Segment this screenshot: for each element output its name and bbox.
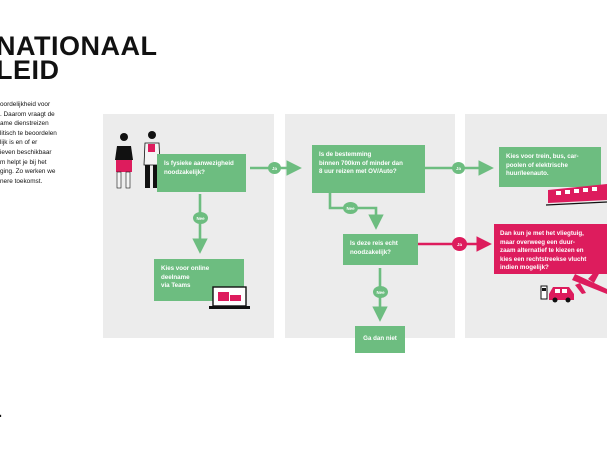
question-destination-distance: Is de bestemming binnen 700km of minder …	[312, 145, 425, 193]
question-trip-necessary: Is deze reis echt noodzakelijk?	[343, 234, 418, 265]
nee-badge-3: Nee	[373, 286, 388, 298]
q2-line: 8 uur reizen met OV/Auto?	[319, 168, 397, 175]
nee-badge-2: Nee	[343, 202, 358, 214]
intro-line: litisch te beoordelen	[0, 129, 57, 137]
vliegtuig-line: zaam alternatief te kiezen en	[500, 247, 584, 254]
title-line-1: NATIONAAL	[0, 31, 158, 61]
answer-train-bus-carpool: Kies voor trein, bus, car- poolen of ele…	[499, 147, 601, 187]
ga-dan-niet-label: Ga dan niet	[363, 335, 397, 342]
q2-line: binnen 700km of minder dan	[319, 159, 403, 167]
online-line: deelname	[161, 273, 190, 281]
train-line: huur/leenauto.	[506, 170, 549, 177]
online-line: Kies voor online	[161, 265, 210, 272]
online-line: via Teams	[161, 282, 191, 289]
answer-airplane-sustainable: Dan kun je met het vliegtuig, maar overw…	[494, 224, 607, 274]
q3-line: noodzakelijk?	[350, 248, 391, 256]
q3-line: Is deze reis echt	[350, 240, 398, 247]
intro-line: ging. Zo werken we	[0, 168, 56, 176]
vliegtuig-line: kies een rechtstreekse vlucht	[500, 255, 587, 263]
intro-line: ieven beschikbaar	[0, 148, 52, 156]
train-line: Kies voor trein, bus, car-	[506, 153, 579, 160]
intro-line: nere toekomst.	[0, 177, 43, 185]
q1-line: Is fysieke aanwezigheid	[164, 160, 234, 167]
page-title: NATIONAAL LEID	[0, 31, 158, 85]
title-line-2: LEID	[0, 55, 60, 85]
intro-line: ame dienstreizen	[0, 120, 49, 128]
answer-do-not-go: Ga dan niet	[355, 326, 405, 353]
intro-line: . Daarom vraagt de	[0, 110, 55, 118]
question-physical-presence: Is fysieke aanwezigheid noodzakelijk?	[157, 154, 246, 192]
ja-badge-2: Ja	[452, 162, 465, 174]
vliegtuig-line: Dan kun je met het vliegtuig,	[500, 230, 584, 237]
ja-badge-3: Ja	[452, 237, 467, 251]
train-line: poolen of elektrische	[506, 161, 568, 169]
vliegtuig-line: maar overweeg een duur-	[500, 238, 575, 246]
intro-line: m helpt je bij het	[0, 158, 47, 166]
intro-paragraph: oordelijkheid voor . Daarom vraagt de am…	[0, 100, 72, 186]
intro-line: oordelijkheid voor	[0, 101, 51, 108]
ja-badge-1: Ja	[268, 162, 281, 174]
q1-line: noodzakelijk?	[164, 168, 205, 176]
q2-line: Is de bestemming	[319, 151, 372, 158]
intro-line: lijk is en of er	[0, 139, 38, 147]
nee-badge-1: Nee	[193, 212, 208, 224]
footer-mark: .	[0, 404, 2, 421]
vliegtuig-line: indien mogelijk?	[500, 264, 549, 271]
